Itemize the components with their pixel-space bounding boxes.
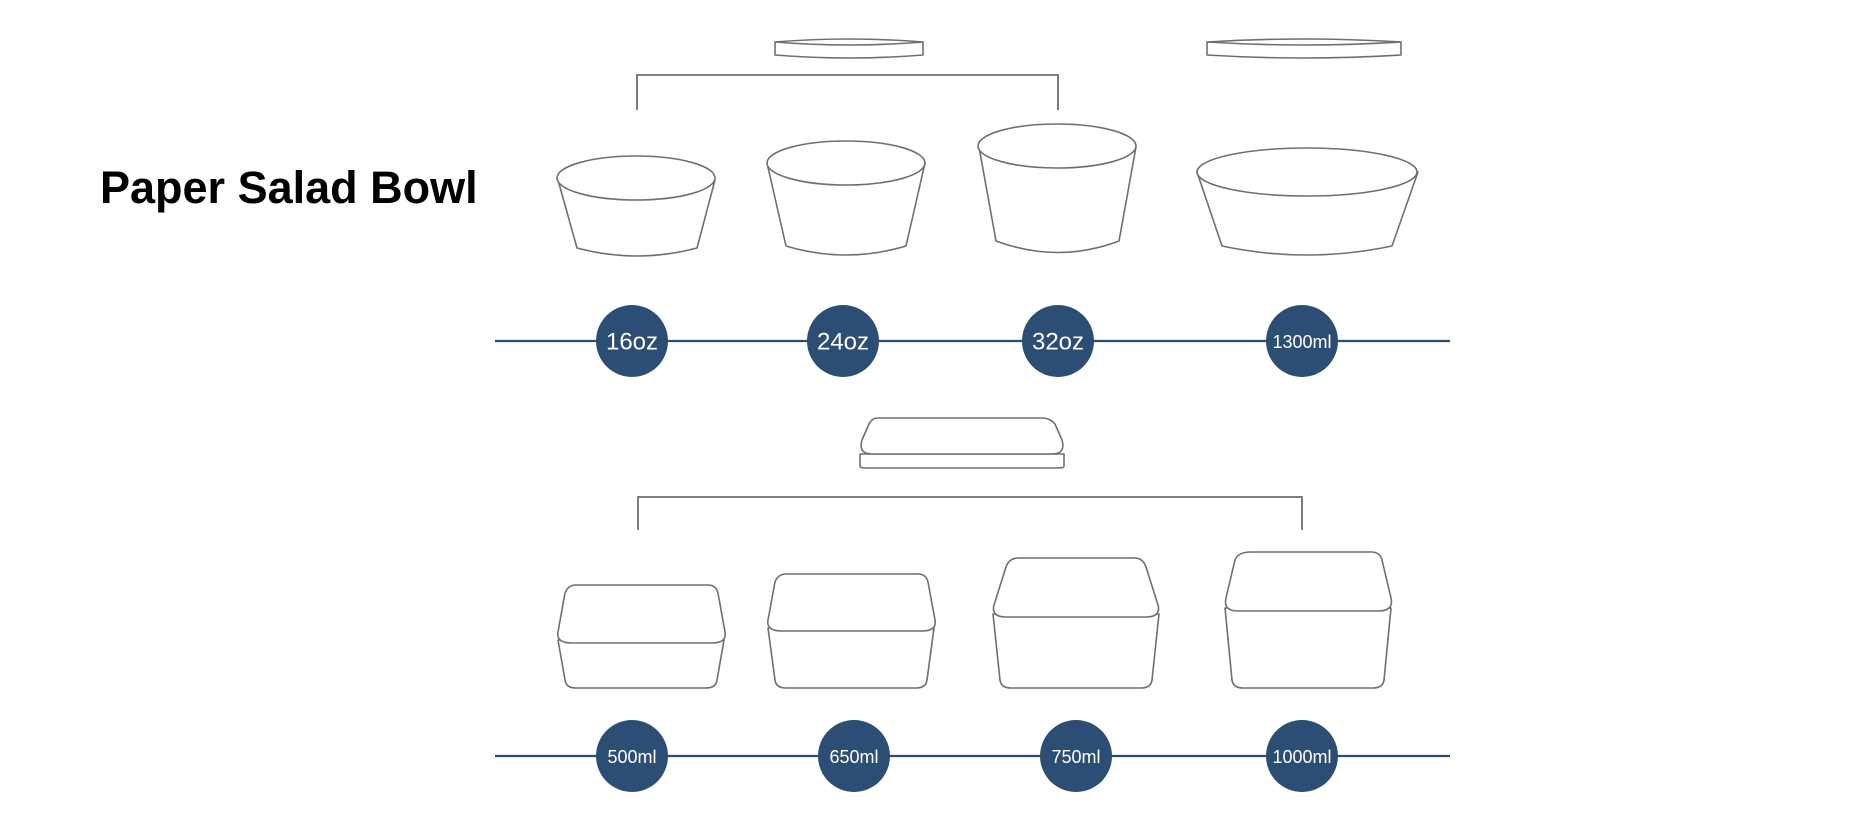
round-bowl-32oz bbox=[977, 123, 1137, 254]
size-badge-750ml: 750ml bbox=[1040, 720, 1112, 792]
size-badge-650ml: 650ml bbox=[818, 720, 890, 792]
round-bowl-16oz bbox=[556, 155, 716, 257]
rectangular-lid-bracket bbox=[637, 496, 1303, 530]
size-badge-1000ml: 1000ml bbox=[1266, 720, 1338, 792]
rectangular-lid bbox=[859, 417, 1065, 469]
size-badge-label: 24oz bbox=[817, 329, 869, 356]
size-badge-label: 750ml bbox=[1051, 747, 1100, 767]
size-badge-label: 650ml bbox=[829, 747, 878, 767]
size-badge-label: 16oz bbox=[606, 329, 658, 356]
round-bowl-24oz bbox=[766, 140, 926, 256]
size-badge-32oz: 32oz bbox=[1022, 305, 1094, 377]
rectangular-bowl-500ml bbox=[556, 584, 727, 689]
size-badge-500ml: 500ml bbox=[596, 720, 668, 792]
page-title: Paper Salad Bowl bbox=[100, 162, 478, 213]
rectangular-bowl-750ml bbox=[992, 557, 1160, 689]
size-badge-1300ml: 1300ml bbox=[1266, 305, 1338, 377]
size-badge-label: 1300ml bbox=[1272, 332, 1331, 352]
round-lid-large bbox=[1206, 38, 1402, 59]
rectangular-bowls-section: 500ml 650ml 750ml 1000ml bbox=[495, 417, 1450, 792]
round-bowl-1300ml bbox=[1196, 147, 1419, 256]
size-badge-label: 500ml bbox=[607, 747, 656, 767]
size-badge-24oz: 24oz bbox=[807, 305, 879, 377]
size-badge-16oz: 16oz bbox=[596, 305, 668, 377]
round-lid-small bbox=[774, 38, 924, 59]
size-badge-label: 1000ml bbox=[1272, 747, 1331, 767]
round-lid-bracket bbox=[636, 74, 1059, 110]
size-badge-label: 32oz bbox=[1032, 329, 1084, 356]
round-bowls-section: 16oz 24oz 32oz 1300ml bbox=[495, 38, 1450, 377]
rectangular-bowl-1000ml bbox=[1224, 551, 1393, 689]
rectangular-bowl-650ml bbox=[766, 573, 937, 689]
